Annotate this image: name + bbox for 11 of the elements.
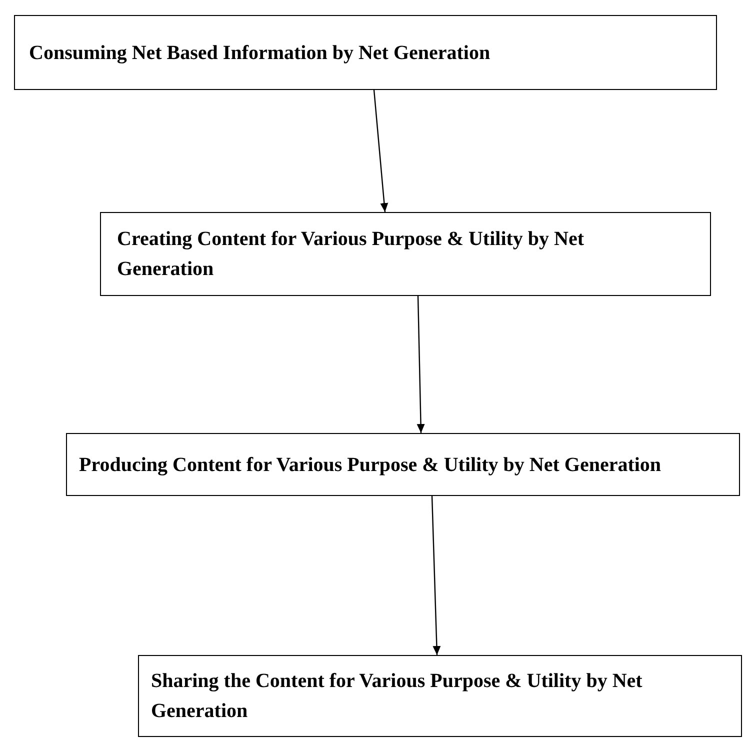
arrow bbox=[431, 496, 441, 656]
process-box bbox=[66, 433, 740, 496]
process-box bbox=[100, 212, 711, 296]
box-label: Producing Content for Various Purpose & Utility by Net Generation bbox=[79, 452, 662, 478]
process-box bbox=[14, 15, 717, 90]
process-box bbox=[138, 655, 742, 737]
arrow bbox=[416, 296, 425, 434]
box-label: Consuming Net Based Information by Net Generation bbox=[29, 40, 492, 66]
box-label: Creating Content for Various Purpose & Utility by Net Generation bbox=[117, 227, 586, 282]
box-label: Sharing the Content for Various Purpose & Utility by Net Generation bbox=[151, 669, 644, 724]
arrow bbox=[373, 90, 388, 212]
